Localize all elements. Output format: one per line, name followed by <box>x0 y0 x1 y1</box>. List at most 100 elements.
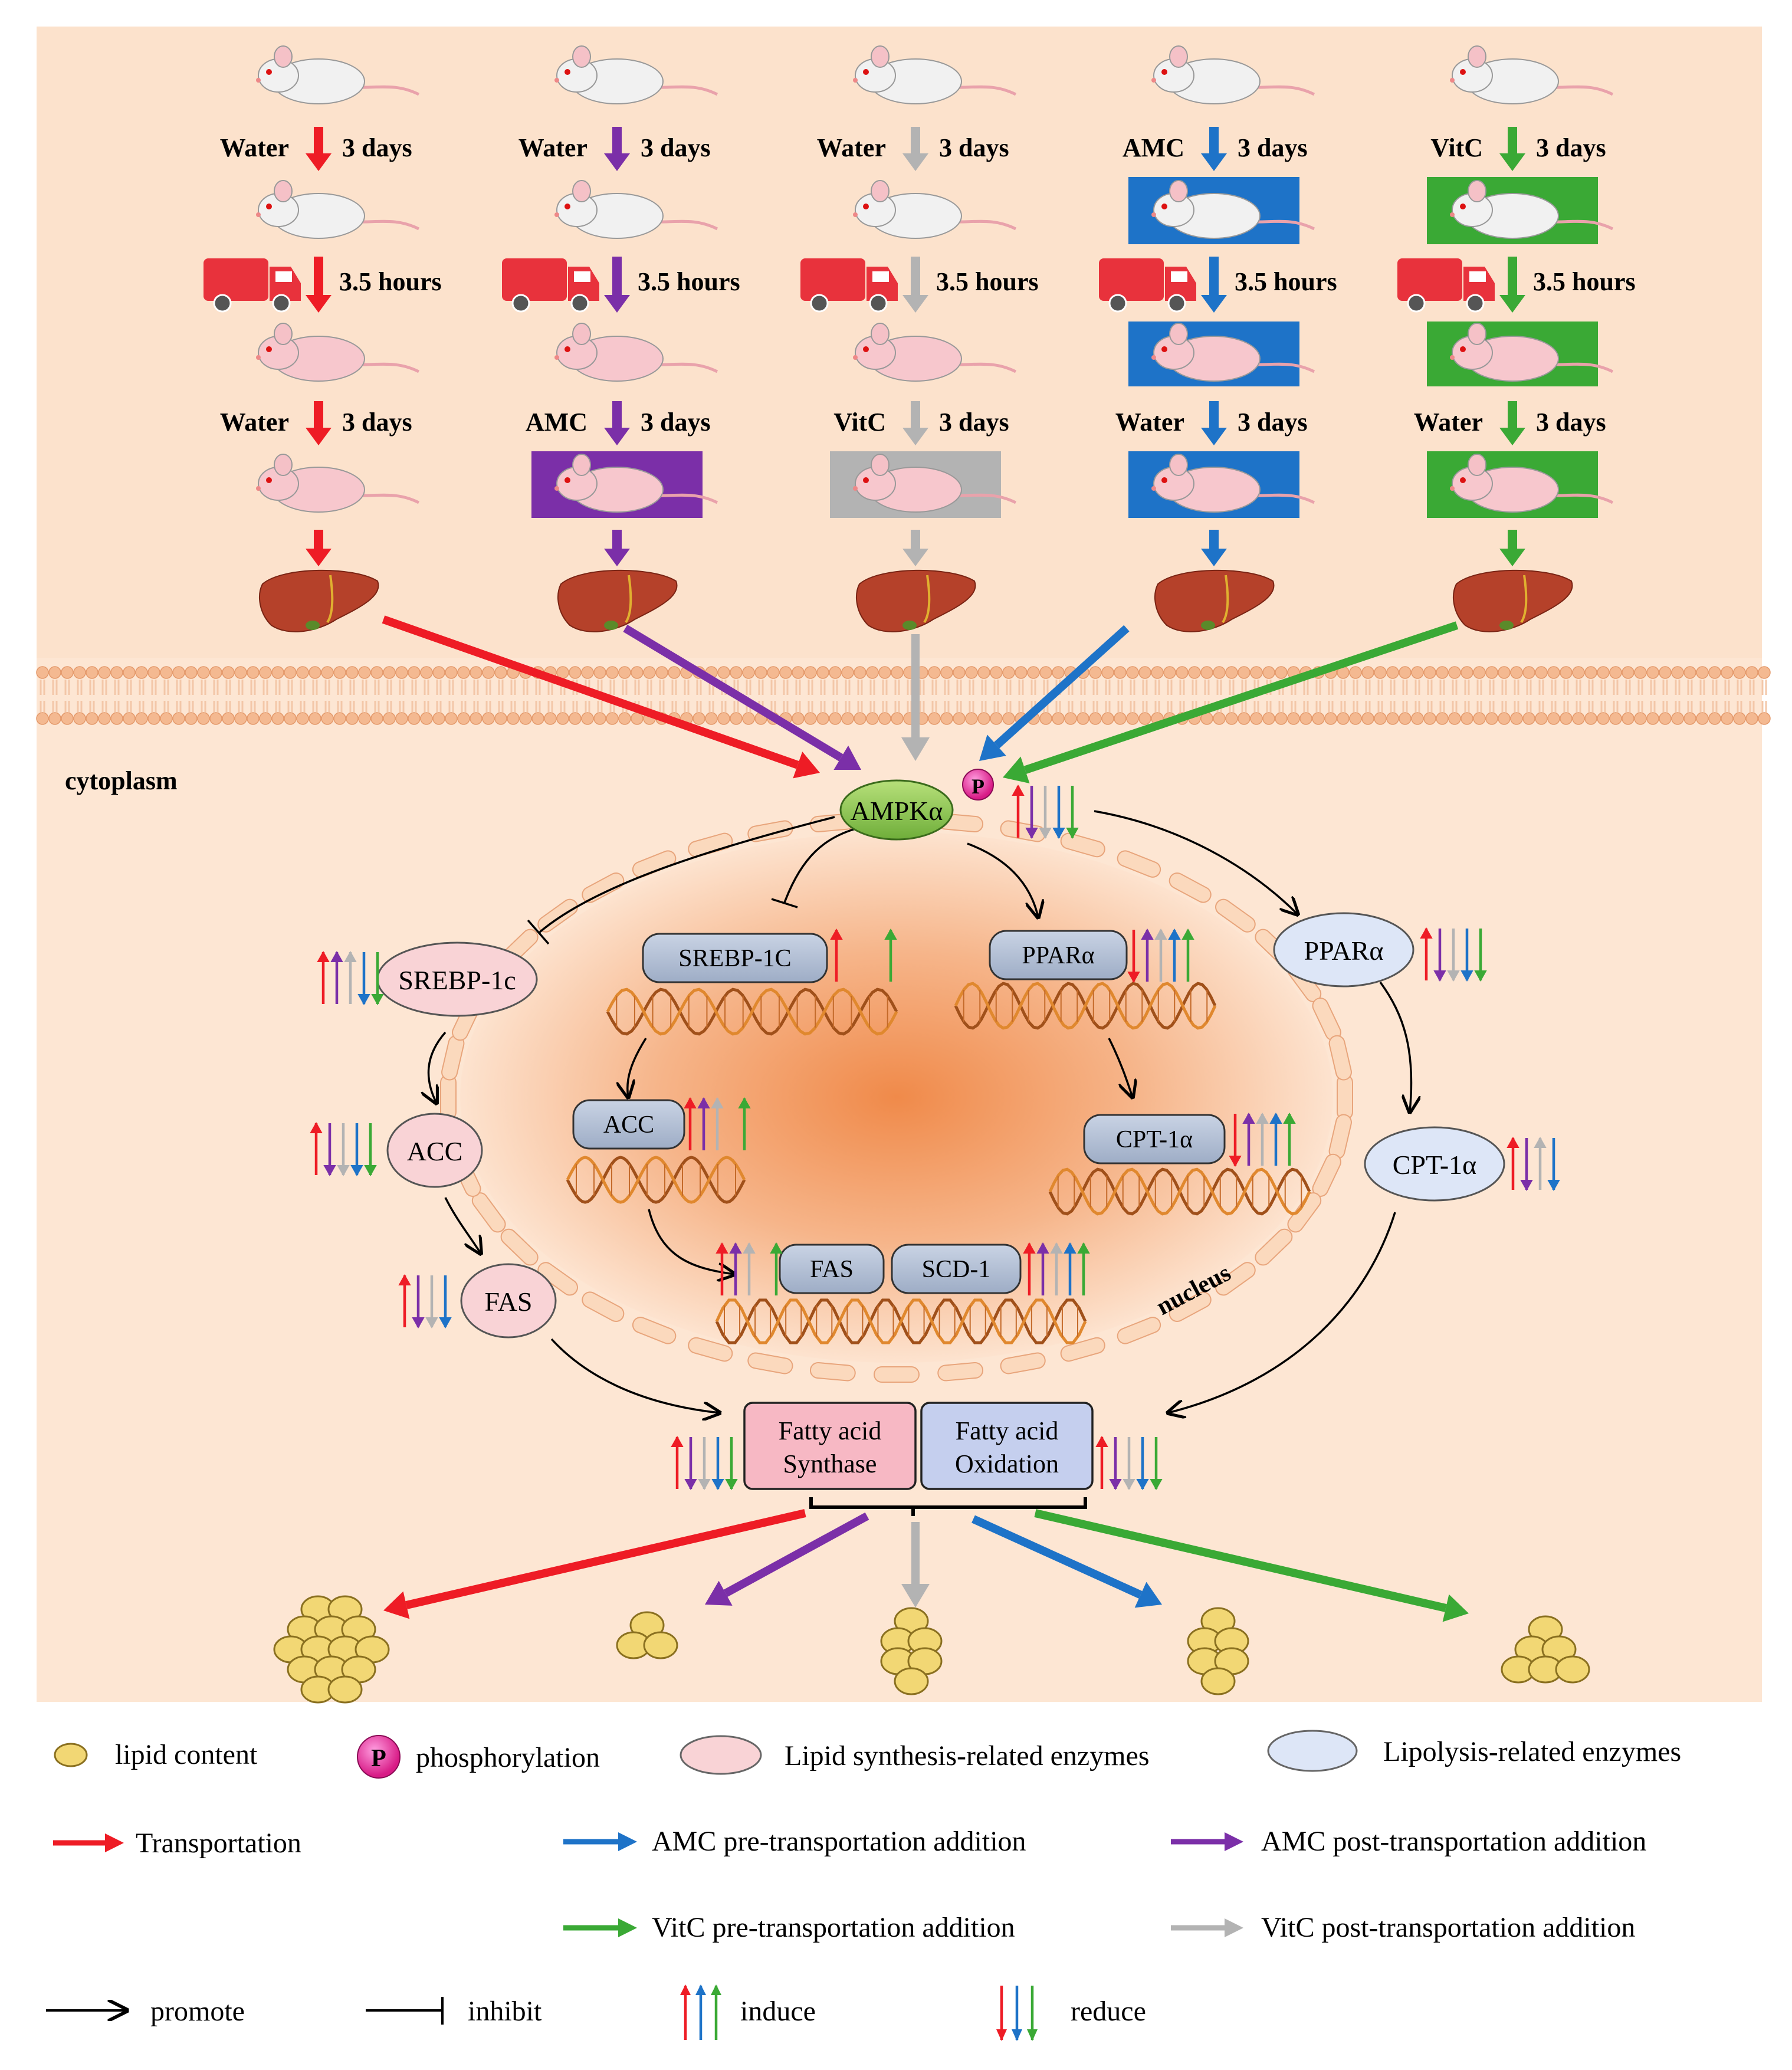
svg-text:P: P <box>371 1745 386 1772</box>
second-treatment-label: Water <box>1115 408 1184 437</box>
fas-nuc-box: FAS <box>779 1244 885 1294</box>
ampk-node: AMPKα P <box>839 769 994 841</box>
fas-cyto-node: FAS <box>460 1263 557 1339</box>
legend-vitc-post: VitC post-transportation addition <box>1261 1912 1635 1943</box>
acc-nuc-box: ACC <box>572 1099 685 1150</box>
legend-phospho: phosphorylation <box>416 1742 600 1773</box>
svg-text:P: P <box>972 775 984 798</box>
ampk-label: AMPKα <box>850 796 943 826</box>
second-duration-label: 3 days <box>1536 408 1606 437</box>
svg-text:Fatty acid: Fatty acid <box>956 1416 1059 1445</box>
svg-text:FAS: FAS <box>485 1287 533 1317</box>
svg-text:Synthase: Synthase <box>783 1449 877 1478</box>
transport-duration-label: 3.5 hours <box>1533 267 1636 296</box>
first-treatment-label: VitC <box>1430 133 1483 162</box>
second-duration-label: 3 days <box>342 408 412 437</box>
legend-lipid: lipid content <box>115 1739 258 1770</box>
fatty-acid-synthase-box: Fatty acid Synthase <box>743 1402 917 1490</box>
first-duration-label: 3 days <box>939 133 1009 162</box>
first-treatment-label: Water <box>518 133 588 162</box>
transport-duration-label: 3.5 hours <box>1235 267 1337 296</box>
legend-amc-pre: AMC pre-transportation addition <box>652 1826 1026 1857</box>
svg-text:SCD-1: SCD-1 <box>922 1256 991 1283</box>
svg-text:CPT-1α: CPT-1α <box>1393 1150 1477 1180</box>
srebp-nuc-box: SREBP-1C <box>642 933 828 983</box>
second-treatment-label: Water <box>220 408 289 437</box>
svg-text:ACC: ACC <box>603 1111 654 1139</box>
phospho-legend-icon <box>357 1735 401 1779</box>
first-duration-label: 3 days <box>641 133 711 162</box>
svg-text:Oxidation: Oxidation <box>955 1449 1059 1478</box>
lipo-enzyme-icon <box>1267 1730 1358 1772</box>
ppar-nuc-to-cpt-nuc <box>1108 1038 1133 1097</box>
second-treatment-label: VitC <box>833 408 886 437</box>
lipid-icon <box>54 1743 88 1767</box>
legend-reduce: reduce <box>1071 1996 1146 2027</box>
phospho-icon <box>962 769 994 801</box>
transport-duration-label: 3.5 hours <box>936 267 1039 296</box>
nuclear-envelope <box>440 812 1353 1383</box>
svg-text:CPT-1α: CPT-1α <box>1116 1126 1193 1153</box>
first-treatment-label: AMC <box>1123 133 1184 162</box>
transport-duration-label: 3.5 hours <box>638 267 740 296</box>
synth-enzyme-icon <box>680 1735 762 1775</box>
fas-cyto-to-fa-synth <box>550 1338 720 1413</box>
second-duration-label: 3 days <box>641 408 711 437</box>
fatty-acid-oxidation-box: Fatty acid Oxidation <box>920 1402 1094 1490</box>
ampk-to-ppar-cyto <box>1094 810 1298 914</box>
svg-text:ACC: ACC <box>407 1136 463 1166</box>
ppar-cyto-node: PPARα <box>1273 912 1414 988</box>
ppar-nuc-box: PPARα <box>989 930 1128 980</box>
legend-lipo: Lipolysis-related enzymes <box>1383 1736 1681 1767</box>
second-treatment-label: Water <box>1414 408 1483 437</box>
change-indicators <box>310 784 1560 1491</box>
scd-nuc-box: SCD-1 <box>891 1244 1022 1294</box>
ampk-inhibit-srebp-nuc <box>783 828 856 903</box>
legend-transport: Transportation <box>136 1828 301 1859</box>
legend-vitc-pre: VitC pre-transportation addition <box>652 1912 1015 1943</box>
lipid-output-arrows <box>273 1509 1590 1704</box>
inhibit-icon <box>366 1997 444 2025</box>
transport-duration-label: 3.5 hours <box>339 267 442 296</box>
liver-to-ampk-arrows <box>382 615 1459 784</box>
first-duration-label: 3 days <box>1238 133 1308 162</box>
second-duration-label: 3 days <box>939 408 1009 437</box>
legend-inhibit: inhibit <box>468 1996 542 2027</box>
srebp-to-acc-cyto <box>428 1031 447 1103</box>
dna-strands <box>566 982 1311 1344</box>
acc-to-fas-cyto <box>444 1197 481 1254</box>
first-duration-label: 3 days <box>1536 133 1606 162</box>
first-duration-label: 3 days <box>342 133 412 162</box>
cytoplasm-label: cytoplasm <box>65 766 178 795</box>
legend: lipid content P phosphorylation Lipid sy… <box>46 1730 1681 2041</box>
legend-amc-post: AMC post-transportation addition <box>1261 1826 1646 1857</box>
legend-synth: Lipid synthesis-related enzymes <box>785 1740 1150 1772</box>
ampk-to-ppar-nuc <box>967 842 1038 917</box>
svg-text:Fatty acid: Fatty acid <box>779 1416 882 1445</box>
bracket <box>809 1497 1087 1516</box>
legend-induce: induce <box>740 1996 816 2027</box>
cpt-nuc-box: CPT-1α <box>1083 1114 1226 1164</box>
svg-text:SREBP-1C: SREBP-1C <box>678 945 791 972</box>
svg-text:PPARα: PPARα <box>1022 942 1094 969</box>
ppar-to-cpt-cyto <box>1379 981 1412 1112</box>
ampk-inhibit-srebp-cyto <box>539 816 835 933</box>
srebp-cyto-node: SREBP-1c <box>376 941 538 1017</box>
cpt-cyto-node: CPT-1α <box>1364 1126 1505 1202</box>
svg-text:FAS: FAS <box>810 1256 854 1283</box>
acc-nuc-to-fas-nuc <box>648 1209 734 1274</box>
first-treatment-label: Water <box>817 133 886 162</box>
pathway-lines <box>428 810 1412 1413</box>
second-duration-label: 3 days <box>1238 408 1308 437</box>
svg-text:SREBP-1c: SREBP-1c <box>398 965 516 995</box>
first-treatment-label: Water <box>220 133 289 162</box>
cpt-cyto-to-fa-ox <box>1168 1212 1396 1413</box>
srebp-nuc-to-acc-nuc <box>628 1038 647 1097</box>
acc-cyto-node: ACC <box>386 1113 483 1188</box>
